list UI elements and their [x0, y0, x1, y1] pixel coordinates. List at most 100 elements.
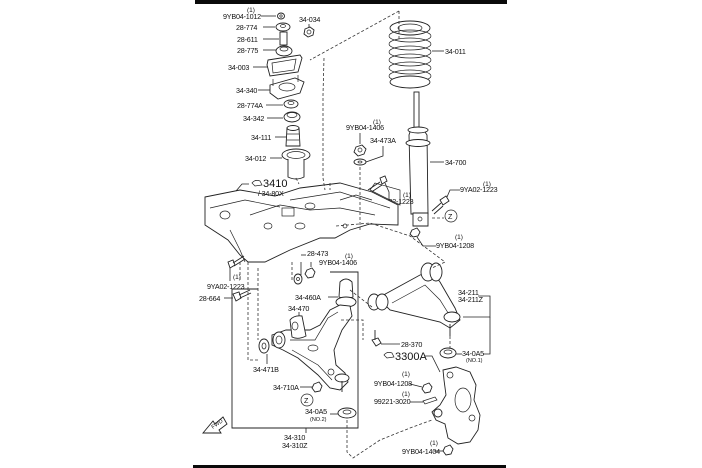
- bolt-9ya02-1223-shock[interactable]: [431, 195, 450, 215]
- qty-99221-3020: (1): [402, 391, 410, 398]
- label-34-111: 34-111: [251, 133, 271, 142]
- label-9yb04-1404: 9YB04-1404: [402, 447, 440, 456]
- label-34-310z: 34-310Z: [282, 441, 308, 450]
- ref-icon-3300a: [383, 351, 395, 359]
- label-34-340: 34-340: [236, 86, 257, 95]
- label-9yb04-1406-lower: 9YB04-1406: [319, 258, 357, 267]
- mount-34-340[interactable]: [269, 75, 305, 100]
- label-34-80x: / 34-80X: [258, 189, 284, 198]
- bushing-28-611[interactable]: [279, 31, 288, 46]
- z-marker-lower: Z: [300, 393, 314, 407]
- label-28-611: 28-611: [237, 35, 258, 44]
- qty-9yb04-1208-shock: (1): [455, 234, 463, 241]
- bolt-28-370[interactable]: [371, 330, 382, 347]
- label-34-034: 34-034: [299, 15, 320, 24]
- qty-9yb04-1406-upper: (1): [373, 119, 381, 126]
- bump-stop-34-111[interactable]: [285, 125, 301, 147]
- nut-34-034[interactable]: [303, 26, 315, 38]
- coil-spring-34-011[interactable]: [388, 20, 432, 89]
- qty-9yb04-1404: (1): [430, 440, 438, 447]
- lower-arm-group-bracket: [231, 271, 359, 429]
- label-34-460a: 34-460A: [295, 293, 321, 302]
- label-34-0a5-no1: 34-0A5: [462, 349, 484, 358]
- washer-34-471b[interactable]: [258, 338, 270, 354]
- label-34-471b: 34-471B: [253, 365, 279, 374]
- washer-28-473[interactable]: [293, 273, 303, 285]
- nut-9yb04-1406-upper[interactable]: [353, 144, 367, 157]
- bearing-28-774a[interactable]: [283, 99, 299, 109]
- qty-9yb04-1208-knuckle: (1): [402, 371, 410, 378]
- label-34-0a5-no2-sub: (NO.2): [310, 417, 327, 423]
- label-34-470: 34-470: [288, 304, 309, 313]
- label-9ya02-1223-subframe-top: 9YA02-1223: [376, 197, 414, 206]
- label-28-775: 28-775: [237, 46, 258, 55]
- qty-9ya02-1223-shock: (1): [483, 181, 491, 188]
- label-9yb04-1012: 9YB04-1012: [223, 12, 261, 21]
- top-border-bar: [195, 0, 507, 4]
- label-9ya02-1223-shock: 9YA02-1223: [460, 185, 498, 194]
- label-34-0a5-no1-sub: (NO.1): [466, 358, 483, 364]
- bolt-9ya02-1223-subframe-left[interactable]: [227, 255, 246, 269]
- label-9yb04-1208-shock: 9YB04-1208: [436, 241, 474, 250]
- label-28-664: 28-664: [199, 294, 220, 303]
- label-34-310: 34-310: [284, 433, 305, 442]
- label-28-370: 28-370: [401, 340, 422, 349]
- label-34-342: 34-342: [243, 114, 264, 123]
- shock-absorber-34-700[interactable]: [405, 91, 431, 227]
- bolt-28-664[interactable]: [232, 289, 252, 302]
- qty-9ya02-1223-subframe-top: (1): [403, 192, 411, 199]
- ball-joint-34-460a[interactable]: [335, 278, 357, 308]
- z-marker-upper: Z: [444, 209, 458, 223]
- label-3300a: 3300A: [395, 351, 427, 363]
- label-9yb04-1406-upper: 9YB04-1406: [346, 123, 384, 132]
- label-28-774a: 28-774A: [237, 101, 263, 110]
- nut-9yb04-1012[interactable]: [277, 12, 285, 20]
- label-3410: 3410: [263, 178, 287, 190]
- bushing-28-775[interactable]: [275, 45, 293, 57]
- front-bushing-arm[interactable]: [272, 331, 286, 349]
- label-34-710a: 34-710A: [273, 383, 299, 392]
- label-34-473a: 34-473A: [370, 136, 396, 145]
- washer-34-473a[interactable]: [353, 158, 367, 166]
- nut-9yb04-1208-shock[interactable]: [409, 227, 421, 238]
- label-28-774: 28-774: [236, 23, 257, 32]
- dust-boot-34-012[interactable]: [281, 148, 311, 180]
- label-34-012: 34-012: [245, 154, 266, 163]
- nut-9yb04-1406-lower[interactable]: [304, 267, 316, 279]
- label-28-473: 28-473: [307, 249, 328, 258]
- seat-34-342[interactable]: [283, 111, 301, 123]
- label-34-700: 34-700: [445, 158, 466, 167]
- nut-9yb04-1404[interactable]: [442, 444, 454, 456]
- dust-boot-34-0a5-no1[interactable]: [439, 347, 457, 359]
- cotter-pin-99221-3020[interactable]: [422, 396, 438, 405]
- nut-9yb04-1208-knuckle[interactable]: [421, 382, 433, 394]
- bolt-9ya02-1223-subframe-top[interactable]: [367, 175, 388, 194]
- svg-text:Z: Z: [448, 212, 453, 221]
- lower-control-arm[interactable]: [271, 304, 353, 392]
- washer-28-774[interactable]: [275, 22, 291, 32]
- gasket-34-003[interactable]: [266, 54, 303, 77]
- qty-9yb04-1012: (1): [247, 7, 255, 14]
- ref-icon-3410: [251, 179, 263, 187]
- label-9yb04-1208-knuckle: 9YB04-1208: [374, 379, 412, 388]
- label-34-0a5-no2: 34-0A5: [305, 407, 327, 416]
- assembly-dashed-lines: [239, 10, 451, 459]
- label-9ya02-1223-subframe-left: 9YA02-1223: [207, 282, 245, 291]
- qty-9yb04-1406-lower: (1): [345, 253, 353, 260]
- svg-text:Z: Z: [304, 396, 309, 405]
- bottom-border-bar: [193, 465, 506, 468]
- nut-34-710a[interactable]: [311, 381, 323, 393]
- qty-9ya02-1223-subframe-left: (1): [233, 274, 241, 281]
- upper-control-arm-34-211[interactable]: [367, 262, 461, 336]
- label-34-011: 34-011: [445, 47, 466, 56]
- steering-knuckle[interactable]: [431, 366, 481, 445]
- subframe-crossmember-3410[interactable]: [204, 182, 401, 263]
- dust-boot-34-0a5-no2[interactable]: [337, 407, 357, 419]
- label-34-211: 34-211: [458, 288, 479, 297]
- label-34-211z: 34-211Z: [458, 295, 484, 304]
- label-34-003: 34-003: [228, 63, 249, 72]
- label-99221-3020: 99221-3020: [374, 397, 411, 406]
- forward-direction-arrow: FWD: [202, 416, 228, 434]
- bushing-34-470[interactable]: [289, 315, 307, 339]
